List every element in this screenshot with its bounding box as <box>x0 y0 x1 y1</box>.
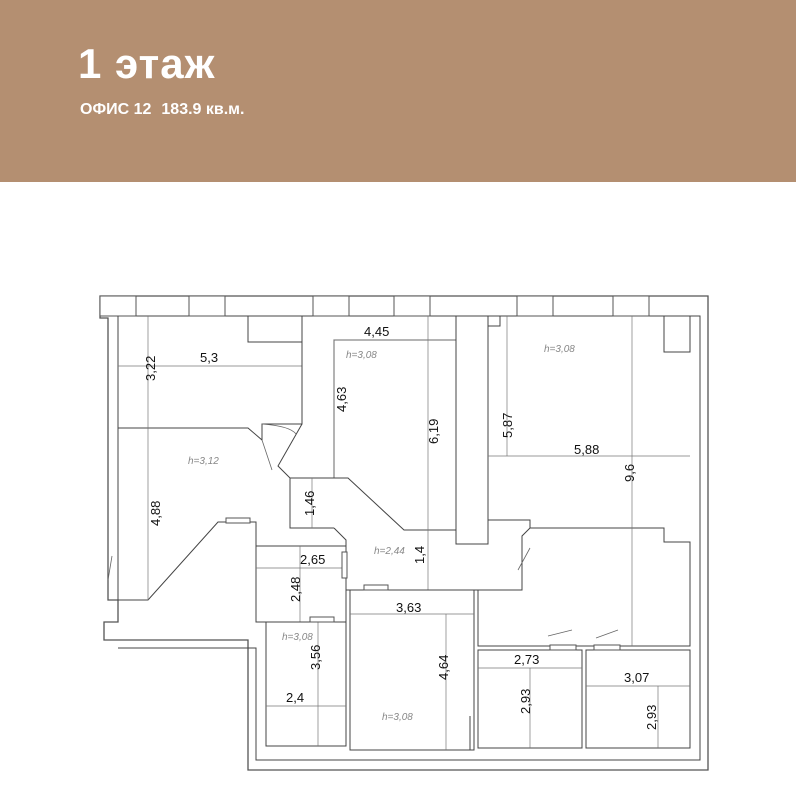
dimension-label: 3,22 <box>143 356 158 381</box>
dimension-label: 2,93 <box>518 689 533 714</box>
door-marker <box>225 517 251 524</box>
floor-title: 1 этаж <box>78 40 216 87</box>
office-area: 183.9 кв.м. <box>161 101 245 118</box>
window <box>99 295 137 317</box>
office-subtitle: ОФИС 12 183.9 кв.м. <box>80 101 254 119</box>
dimension-label: 4,88 <box>148 501 163 526</box>
room-wall <box>585 649 691 749</box>
door-arc <box>261 423 297 435</box>
dimension-label: 2,93 <box>644 705 659 730</box>
partition-wall <box>289 478 334 529</box>
dimension-label: 1,46 <box>302 491 317 516</box>
corridor-wall <box>333 527 531 591</box>
door-leaf <box>547 629 573 637</box>
window <box>188 295 226 317</box>
dimension-label: 2,65 <box>300 552 325 567</box>
dimension-label: 1,4 <box>412 546 427 564</box>
window <box>612 295 650 317</box>
door-leaf <box>517 547 531 571</box>
dimension-label: 2,48 <box>288 577 303 602</box>
column <box>663 315 691 353</box>
office-label: ОФИС 12 <box>80 101 152 118</box>
dimension-label: 9,6 <box>622 464 637 482</box>
height-label: h=3,08 <box>382 712 413 723</box>
column <box>247 315 303 343</box>
dimension-label: 5,87 <box>500 413 515 438</box>
column <box>487 315 501 327</box>
door-marker <box>549 644 577 651</box>
door-marker <box>593 644 621 651</box>
door-leaf <box>107 555 113 581</box>
door-marker <box>341 551 348 579</box>
dimension-label: 3,56 <box>308 645 323 670</box>
door-leaf <box>595 629 619 639</box>
height-label: h=2,44 <box>374 546 405 557</box>
dimension-label: 2,4 <box>286 690 304 705</box>
door-leaf <box>261 439 273 471</box>
inner-wall <box>108 315 701 761</box>
room-wall <box>349 589 475 751</box>
window <box>312 295 350 317</box>
dimension-label: 6,19 <box>426 419 441 444</box>
dimension-label: 5,88 <box>574 442 599 457</box>
dimension-label: 3,63 <box>396 600 421 615</box>
shaft <box>455 315 489 545</box>
window <box>393 295 431 317</box>
height-label: h=3,08 <box>282 632 313 643</box>
room-wall <box>477 316 691 647</box>
dimension-label: 5,3 <box>200 350 218 365</box>
window <box>516 295 554 317</box>
dimension-label: 2,73 <box>514 652 539 667</box>
dimension-label: 3,07 <box>624 670 649 685</box>
door-marker <box>363 584 389 591</box>
height-label: h=3,08 <box>346 350 377 361</box>
dimension-label: 4,45 <box>364 324 389 339</box>
room-wall <box>265 621 347 747</box>
door-marker <box>309 616 335 623</box>
dimension-label: 4,64 <box>436 655 451 680</box>
dimension-label: 4,63 <box>334 387 349 412</box>
header-banner: 1 этаж ОФИС 12 183.9 кв.м. <box>0 0 796 182</box>
height-label: h=3,08 <box>544 344 575 355</box>
height-label: h=3,12 <box>188 456 219 467</box>
outer-wall <box>99 295 709 771</box>
